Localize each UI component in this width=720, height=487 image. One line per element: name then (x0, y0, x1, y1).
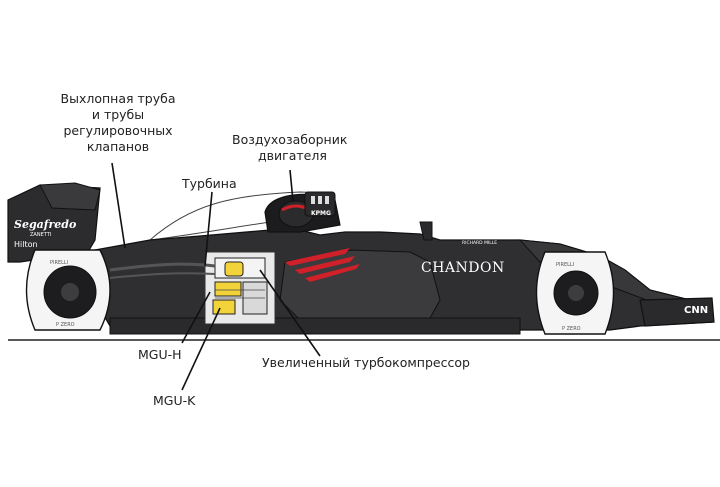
brand-hilton: Hilton (14, 240, 38, 249)
label-intake-line2: двигателя (258, 148, 327, 163)
label-intake-line1: Воздухозаборник (232, 132, 348, 147)
front-wheel (535, 251, 615, 335)
mirror (419, 221, 433, 241)
label-exhaust-line4: клапанов (86, 139, 150, 154)
leader-mguk (181, 307, 221, 391)
red-accent-stripe-1 (285, 248, 350, 266)
mgu-k-unit (212, 299, 236, 315)
label-turbine: Турбина (182, 176, 237, 191)
label-exhaust-line2: и трубы (91, 107, 145, 122)
leader-lines (111, 162, 321, 391)
leader-mguh (181, 291, 211, 344)
front-wing (639, 297, 715, 327)
mgu-h-unit (214, 281, 242, 297)
brand-segafredo: Segafredo (14, 218, 76, 231)
label-exhaust-line1: Выхлопная труба (60, 91, 176, 106)
brand-pzero-front: P ZERO (562, 326, 581, 332)
label-mguh: MGU-H (138, 347, 182, 362)
exhaust-pipes (109, 262, 216, 272)
rear-wing-endplate-top (39, 182, 101, 211)
floor (109, 317, 521, 335)
brand-pirelli-front: PIRELLI (556, 262, 574, 268)
brand-pirelli-rear: PIRELLI (50, 260, 68, 266)
leader-turbine (204, 191, 213, 267)
leader-intake (289, 169, 294, 202)
label-turbo: Увеличенный турбокомпрессор (262, 355, 470, 370)
label-exhaust-line3: регулировочных (63, 123, 173, 138)
brand-pzero-rear: P ZERO (56, 322, 75, 328)
brand-chandon: CHANDON (421, 260, 505, 276)
leader-turbo (259, 269, 321, 357)
label-intake: Воздухозаборник двигателя (232, 132, 347, 164)
red-accent-stripe-2 (295, 256, 355, 274)
brand-richard-mille: RICHARD MILLE (462, 240, 497, 246)
brand-segafredo-sub: ZANETTI (30, 232, 51, 238)
brand-cnn: CNN (684, 305, 708, 316)
leader-exhaust (111, 162, 126, 249)
label-mguk: MGU-K (153, 393, 196, 408)
label-exhaust: Выхлопная труба и трубы регулировочных к… (48, 91, 188, 155)
turbocharger (224, 261, 244, 277)
red-accent-stripe-3 (305, 264, 360, 282)
brand-kpmg: KPMG (311, 210, 331, 217)
rear-wheel (25, 249, 111, 331)
